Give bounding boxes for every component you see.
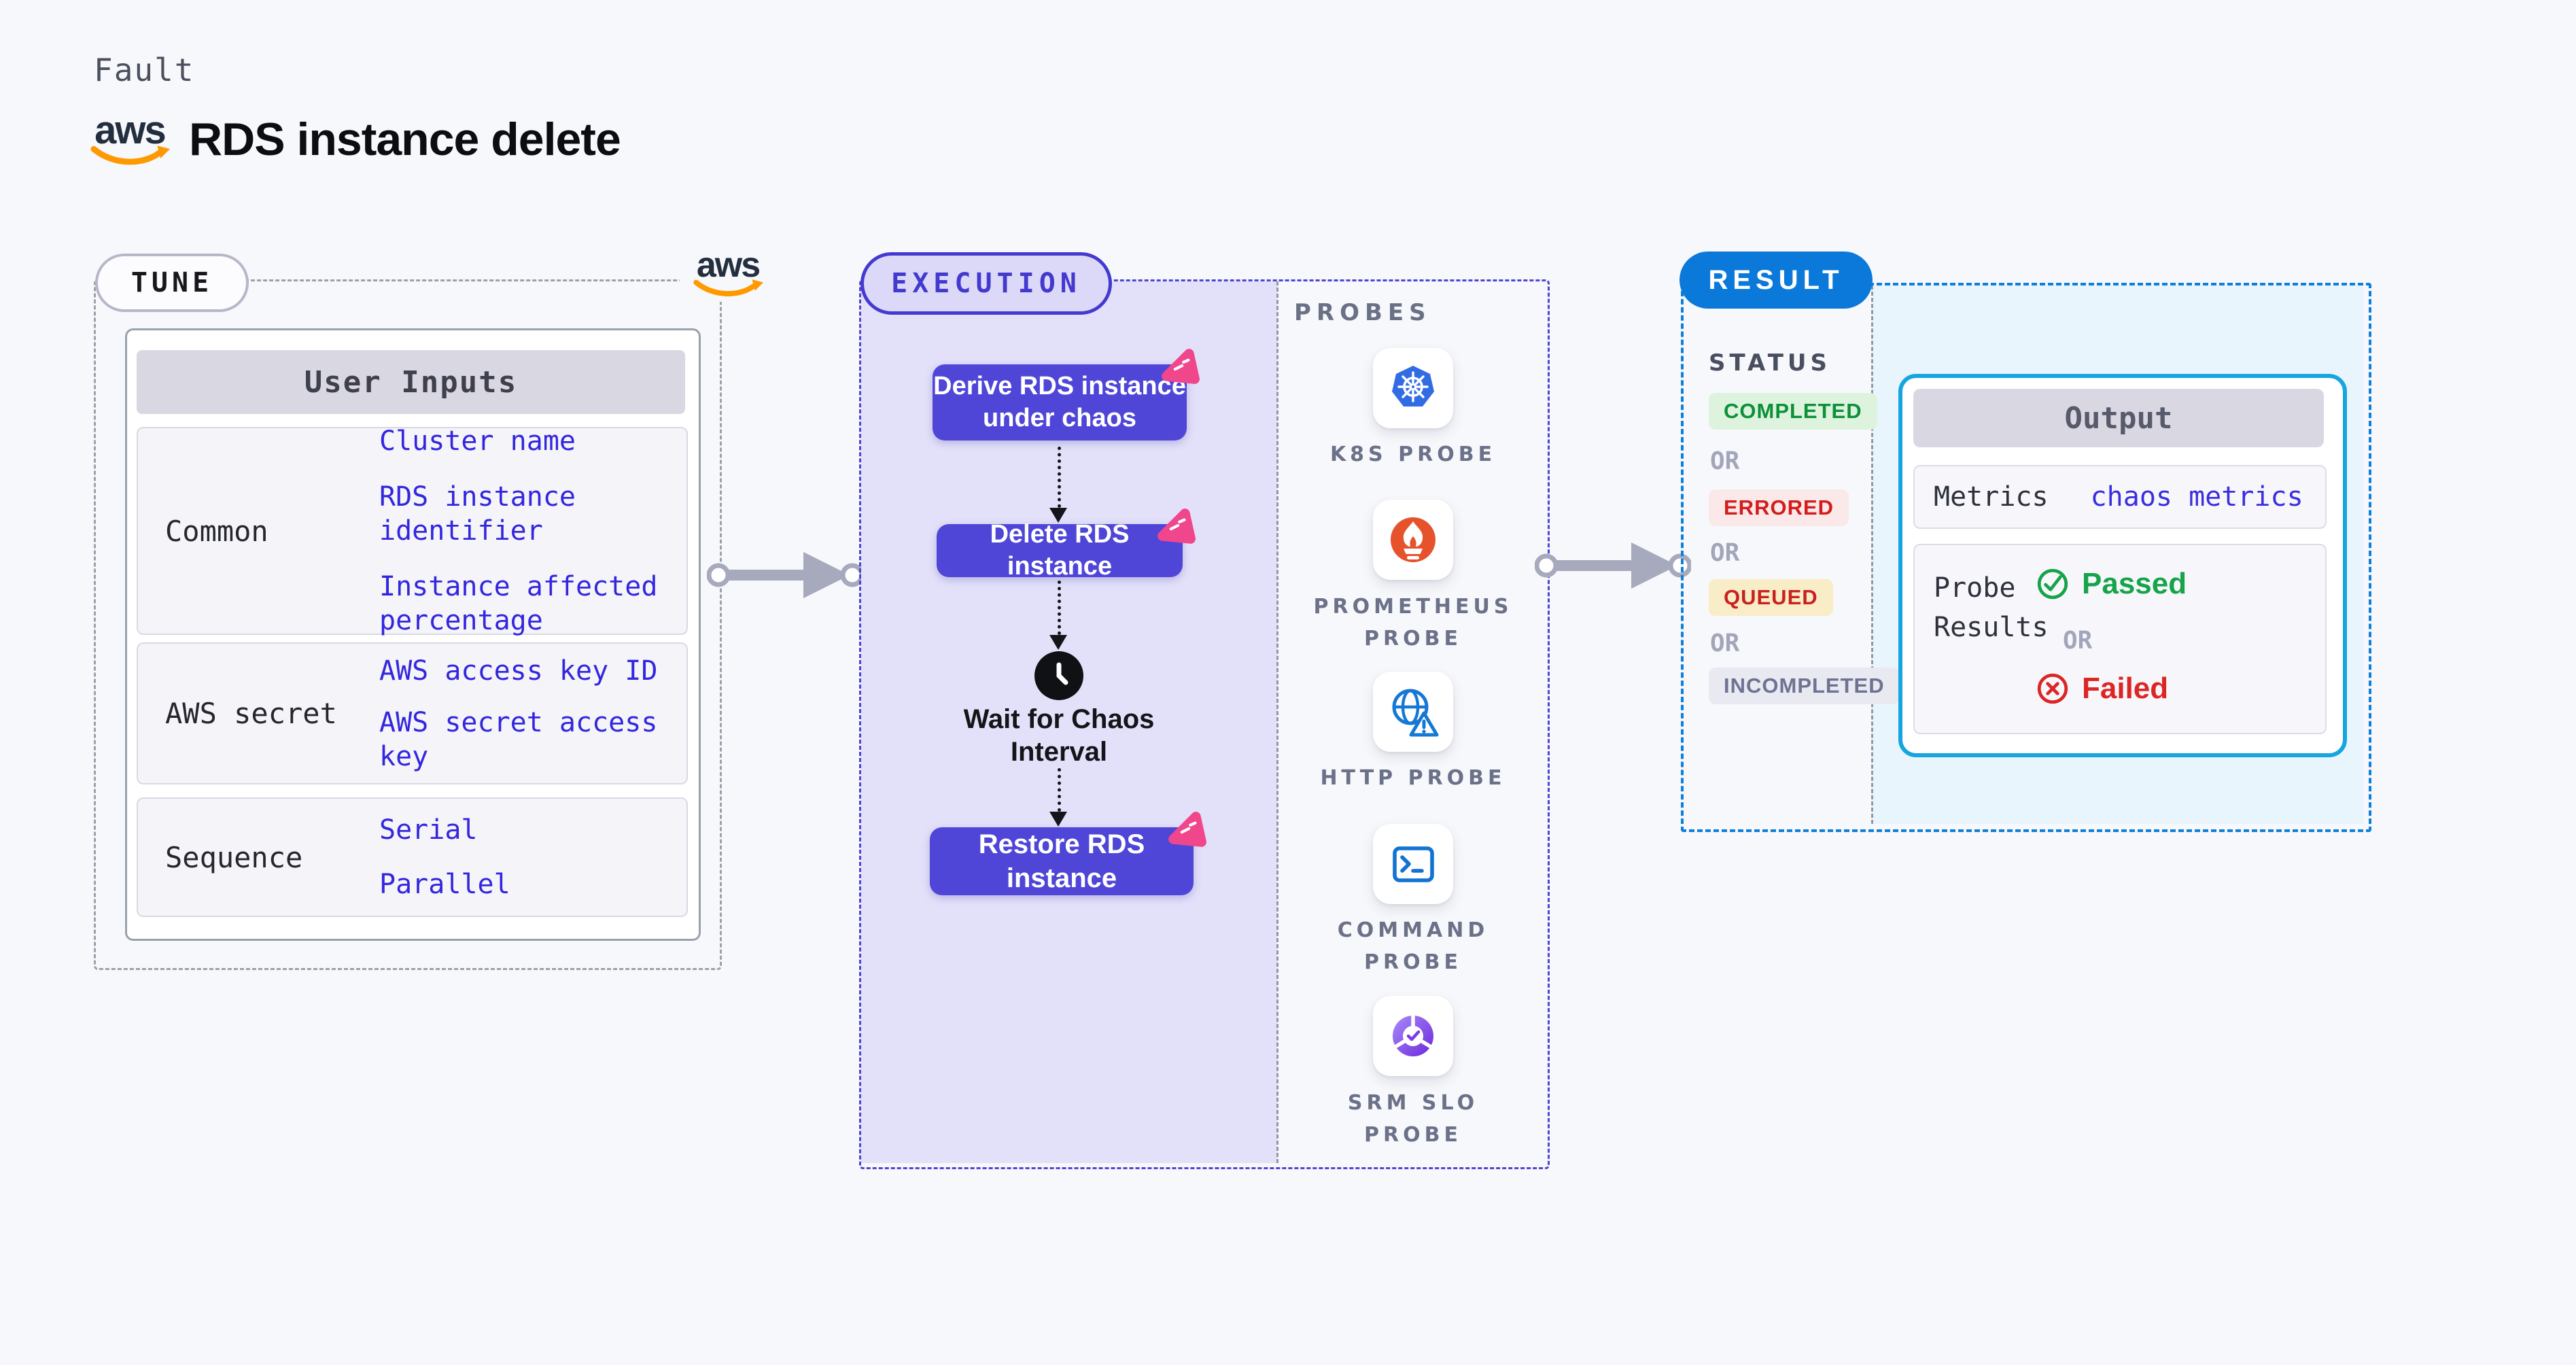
flow-connector bbox=[1058, 768, 1061, 812]
aws-smile-icon bbox=[693, 279, 763, 296]
tune-badge-label: TUNE bbox=[130, 267, 213, 298]
probe-label: SRM SLO PROBE bbox=[1347, 1091, 1479, 1147]
table-row-common: Common Cluster name RDS instance identif… bbox=[137, 426, 688, 636]
row-values: Cluster name RDS instance identifier Ins… bbox=[379, 426, 692, 636]
or-label: OR bbox=[2063, 627, 2093, 655]
execution-probes-divider bbox=[1276, 281, 1278, 1163]
x-circle-icon bbox=[2037, 673, 2068, 704]
probe-label: HTTP PROBE bbox=[1320, 766, 1506, 790]
user-inputs-header-label: User Inputs bbox=[304, 364, 518, 400]
metrics-row: Metrics chaos metrics bbox=[1913, 465, 2327, 529]
output-header-label: Output bbox=[2064, 400, 2173, 436]
result-section-badge: RESULT bbox=[1679, 252, 1873, 309]
step-derive-rds-instance: Derive RDS instance under chaos bbox=[933, 349, 1200, 440]
step-wait-for-chaos-interval: Wait for Chaos Interval bbox=[963, 704, 1155, 767]
probe-label: PROMETHEUS PROBE bbox=[1313, 595, 1513, 651]
or-label: OR bbox=[1710, 447, 1740, 475]
table-row-aws-secret: AWS secret AWS access key ID AWS secret … bbox=[137, 642, 688, 784]
passed-label: Passed bbox=[2082, 567, 2187, 600]
flow-connector bbox=[1058, 447, 1061, 508]
prometheus-probe-card bbox=[1373, 500, 1453, 580]
step-label: Delete RDS instance bbox=[990, 519, 1130, 581]
input-value: AWS access key ID bbox=[379, 655, 658, 687]
input-value: Parallel bbox=[379, 869, 510, 900]
user-inputs-header: User Inputs bbox=[137, 350, 685, 414]
prometheus-icon bbox=[1391, 517, 1435, 562]
input-value: Serial bbox=[379, 814, 478, 846]
slo-gauge-icon bbox=[1393, 1014, 1433, 1056]
probe-label: COMMAND PROBE bbox=[1337, 918, 1489, 974]
command-probe-card bbox=[1373, 824, 1453, 904]
step-label: Derive RDS instance under chaos bbox=[933, 371, 1186, 433]
chaos-metrics-link[interactable]: chaos metrics bbox=[2090, 481, 2303, 513]
status-badge-completed: COMPLETED bbox=[1709, 393, 1877, 430]
flow-connector bbox=[1058, 581, 1061, 635]
metrics-label: Metrics bbox=[1934, 481, 2049, 513]
page-title: RDS instance delete bbox=[189, 114, 621, 165]
execution-section-box bbox=[859, 279, 1550, 1169]
chaos-spark-icon bbox=[1168, 812, 1206, 847]
flow-arrow-tune-to-execution bbox=[707, 552, 863, 598]
result-section-box bbox=[1681, 283, 2371, 832]
failed-indicator: Failed bbox=[2036, 672, 2168, 706]
status-badge-queued: QUEUED bbox=[1709, 579, 1833, 616]
aws-fault-logo: aws bbox=[680, 242, 776, 302]
input-value: AWS secret access key bbox=[379, 706, 658, 772]
failed-label: Failed bbox=[2082, 672, 2169, 705]
step-label: Restore RDS instance bbox=[978, 829, 1145, 893]
probes-heading: PROBES bbox=[1294, 299, 1431, 326]
row-values: Serial Parallel bbox=[379, 799, 692, 916]
tune-section-box bbox=[94, 279, 722, 970]
input-value: Cluster name bbox=[379, 426, 576, 457]
row-label: Sequence bbox=[165, 840, 303, 874]
row-values: AWS access key ID AWS secret access key bbox=[379, 644, 692, 783]
flow-arrow-execution-to-result bbox=[1535, 542, 1691, 589]
flow-arrowhead bbox=[1049, 508, 1067, 523]
clock-icon bbox=[1034, 651, 1083, 700]
terminal-icon bbox=[1393, 846, 1434, 882]
step-restore-rds-instance: Restore RDS instance bbox=[930, 812, 1206, 895]
row-label: Common bbox=[165, 514, 268, 548]
or-label: OR bbox=[1710, 539, 1740, 567]
execution-section-badge: EXECUTION bbox=[860, 252, 1112, 315]
srm-slo-probe-card bbox=[1373, 996, 1453, 1076]
http-probe-card bbox=[1373, 672, 1453, 752]
result-badge-label: RESULT bbox=[1708, 264, 1844, 295]
status-heading: STATUS bbox=[1709, 349, 1832, 377]
probe-label: K8S PROBE bbox=[1329, 443, 1497, 466]
status-badge-errored: ERRORED bbox=[1709, 489, 1849, 526]
check-circle-icon bbox=[2037, 568, 2068, 600]
or-label: OR bbox=[1710, 629, 1740, 657]
aws-logo-text: aws bbox=[696, 245, 761, 285]
page-kicker: Fault bbox=[94, 52, 195, 88]
table-row-sequence: Sequence Serial Parallel bbox=[137, 797, 688, 917]
probe-results-row: Probe Results Passed OR Failed bbox=[1913, 544, 2327, 734]
input-value: RDS instance identifier bbox=[379, 481, 576, 547]
output-header: Output bbox=[1913, 389, 2324, 447]
step-delete-rds-instance: Delete RDS instance bbox=[937, 508, 1196, 581]
aws-smile-icon bbox=[90, 145, 170, 165]
chaos-spark-icon bbox=[1162, 349, 1200, 384]
aws-logo-text: aws bbox=[94, 108, 167, 152]
status-badge-incompleted: INCOMPLETED bbox=[1709, 668, 1900, 704]
globe-warning-icon bbox=[1392, 689, 1439, 737]
k8s-probe-card bbox=[1373, 348, 1453, 428]
probe-results-label: Probe Results bbox=[1934, 572, 2049, 643]
aws-logo: aws bbox=[86, 107, 174, 168]
row-label: AWS secret bbox=[165, 697, 337, 730]
status-output-divider bbox=[1871, 286, 1873, 824]
input-value: Instance affected percentage bbox=[379, 571, 658, 636]
kubernetes-icon bbox=[1392, 366, 1434, 407]
execution-badge-label: EXECUTION bbox=[891, 268, 1081, 299]
tune-section-badge: TUNE bbox=[95, 254, 249, 312]
flow-arrowhead bbox=[1049, 635, 1067, 650]
chaos-spark-icon bbox=[1158, 508, 1196, 544]
passed-indicator: Passed bbox=[2036, 567, 2187, 601]
flow-arrowhead bbox=[1049, 812, 1067, 827]
